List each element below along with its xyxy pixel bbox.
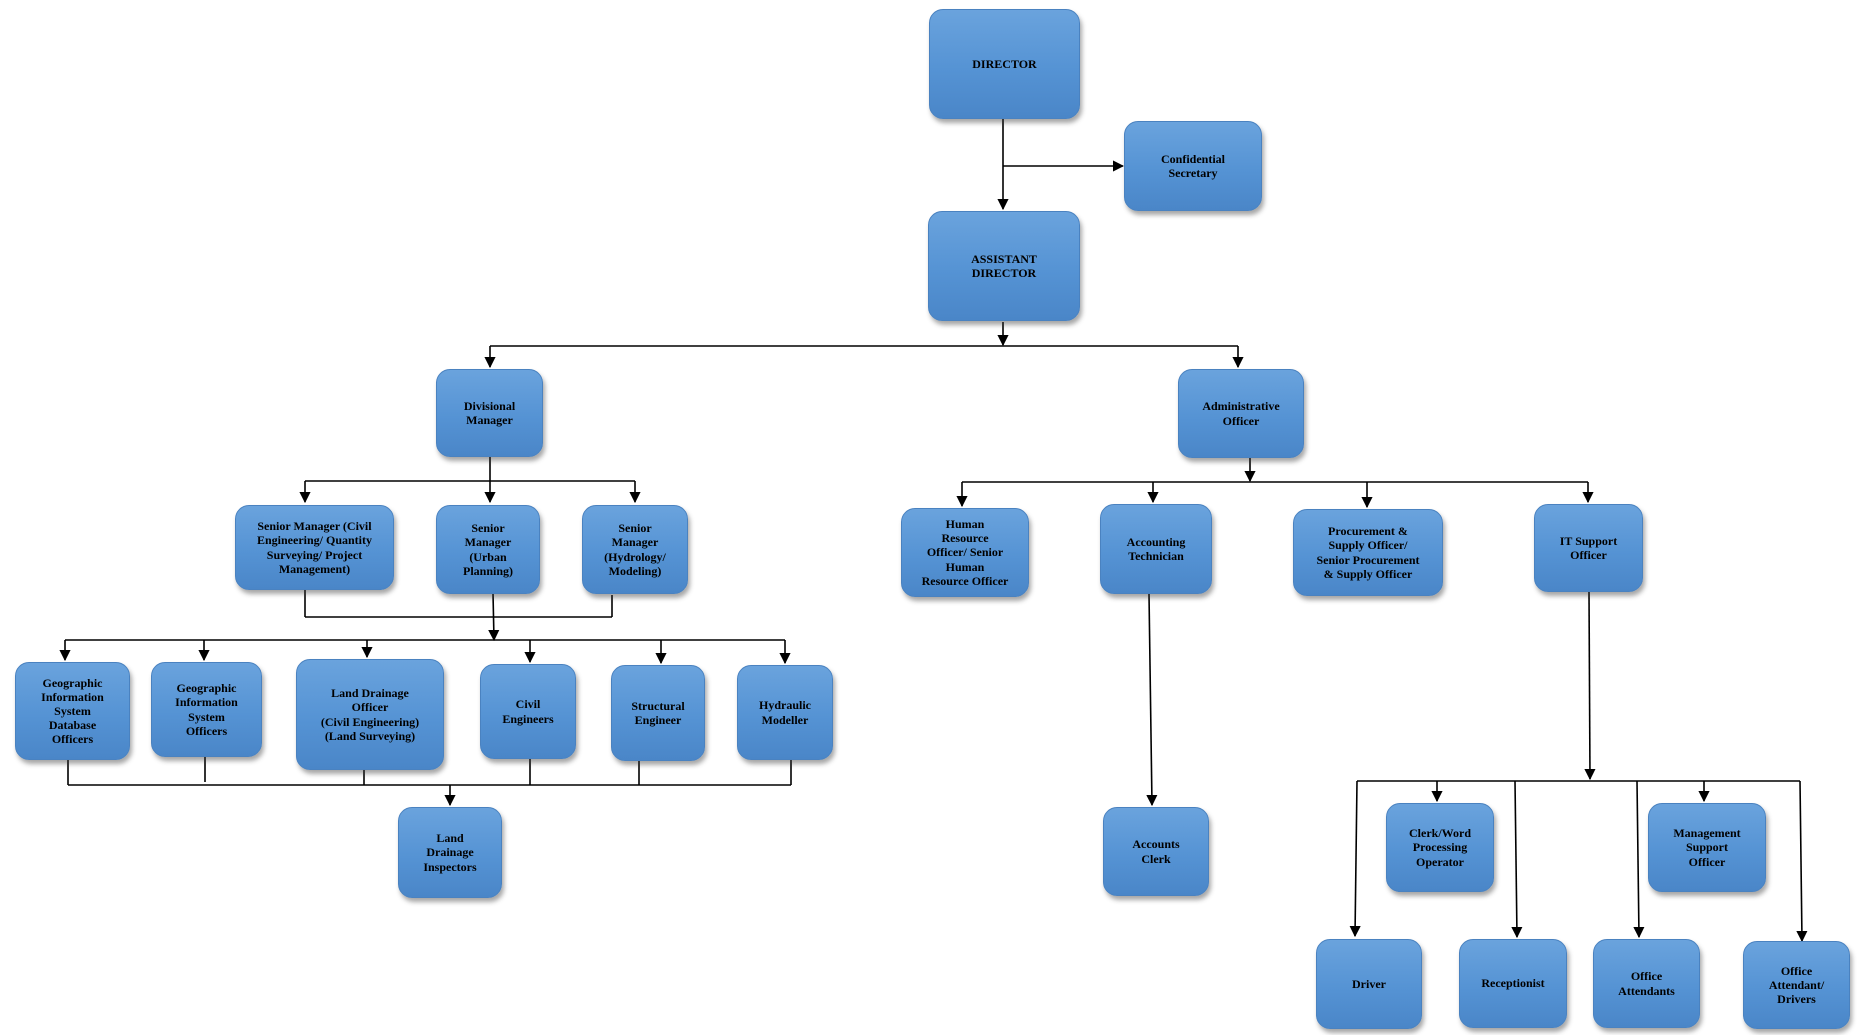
senior-manager-hydrology-box: Senior Manager (Hydrology/ Modeling) — [582, 505, 688, 594]
land-drainage-inspectors-box: Land Drainage Inspectors — [398, 807, 502, 898]
connector — [1796, 780, 1808, 943]
procurement-officer-box: Procurement & Supply Officer/ Senior Pro… — [1293, 509, 1443, 596]
hydraulic-modeller-box: Hydraulic Modeller — [737, 665, 833, 760]
assistant-director-box: ASSISTANT DIRECTOR — [928, 211, 1080, 321]
connector — [488, 592, 500, 642]
office-attendants-box: Office Attendants — [1593, 939, 1700, 1028]
connector — [1349, 780, 1361, 938]
senior-manager-urban-box: Senior Manager (Urban Planning) — [436, 505, 540, 594]
senior-manager-civil-box: Senior Manager (Civil Engineering/ Quant… — [235, 505, 394, 590]
land-drainage-officer-box: Land Drainage Officer (Civil Engineering… — [296, 659, 444, 770]
clerk-word-processing-box: Clerk/Word Processing Operator — [1386, 803, 1494, 892]
driver-box: Driver — [1316, 939, 1422, 1029]
connector — [1511, 780, 1523, 939]
confidential-secretary-box: Confidential Secretary — [1124, 121, 1262, 211]
accounts-clerk-box: Accounts Clerk — [1103, 807, 1209, 896]
director-box: DIRECTOR — [929, 9, 1080, 119]
office-attendant-drivers-box: Office Attendant/ Drivers — [1743, 941, 1850, 1029]
administrative-officer-box: Administrative Officer — [1178, 369, 1304, 458]
connector — [1633, 780, 1645, 939]
connector — [1146, 593, 1158, 807]
management-support-officer-box: Management Support Officer — [1648, 803, 1766, 892]
gis-database-officers-box: Geographic Information System Database O… — [15, 662, 130, 760]
accounting-technician-box: Accounting Technician — [1100, 504, 1212, 594]
receptionist-box: Receptionist — [1459, 939, 1567, 1028]
structural-engineer-box: Structural Engineer — [611, 665, 705, 761]
connector — [1584, 591, 1596, 781]
it-support-officer-box: IT Support Officer — [1534, 504, 1643, 592]
gis-officers-box: Geographic Information System Officers — [151, 662, 262, 757]
civil-engineers-box: Civil Engineers — [480, 664, 576, 759]
hr-officer-box: Human Resource Officer/ Senior Human Res… — [901, 508, 1029, 597]
divisional-manager-box: Divisional Manager — [436, 369, 543, 457]
